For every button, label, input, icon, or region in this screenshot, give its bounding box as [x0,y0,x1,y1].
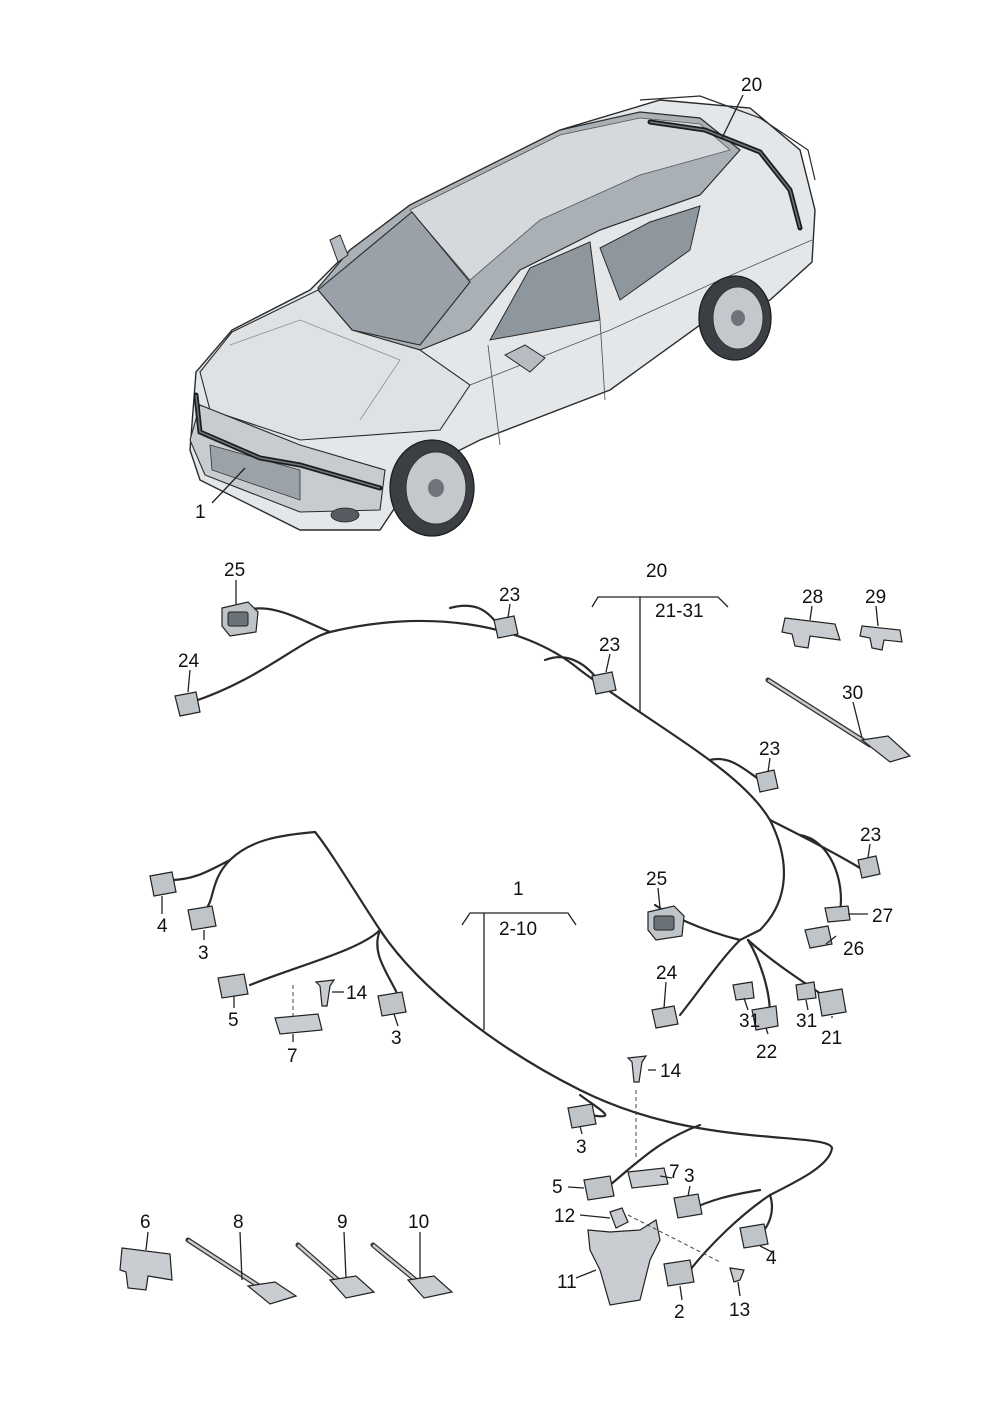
front-wiring-harness [168,830,834,1272]
label-24-b: 24 [656,963,678,984]
label-21: 21 [821,1028,842,1049]
car-illustration [189,95,816,537]
label-11: 11 [557,1272,577,1293]
label-31-a: 31 [739,1011,760,1032]
label-30: 30 [842,683,863,704]
label-8: 8 [233,1212,244,1233]
small-parts [119,617,912,1306]
label-6: 6 [140,1212,151,1233]
label-27: 27 [872,906,893,927]
label-9: 9 [337,1212,348,1233]
leader-line-20-car [721,94,744,139]
rear-wiring-harness [190,604,862,1017]
label-31-b: 31 [796,1011,817,1032]
label-24-rear: 24 [178,651,200,672]
label-20-group: 20 [646,561,667,582]
label-3-c: 3 [576,1137,587,1158]
label-21-31: 21-31 [655,601,704,622]
label-25-rear: 25 [224,560,245,581]
label-2-10: 2-10 [499,919,537,940]
label-5-b: 5 [552,1177,563,1198]
label-28: 28 [802,587,823,608]
label-14-a: 14 [346,983,368,1004]
label-23-a: 23 [499,585,520,606]
label-4-b: 4 [766,1248,777,1269]
label-13: 13 [729,1300,750,1321]
label-3-d: 3 [684,1166,695,1187]
label-12: 12 [554,1206,575,1227]
label-2: 2 [674,1302,685,1323]
bracket-20 [591,596,729,608]
leader-lines [145,580,879,1301]
label-7-b: 7 [669,1162,680,1183]
label-20-car: 20 [741,75,762,96]
label-26: 26 [843,939,864,960]
label-14-b: 14 [660,1061,682,1082]
label-29: 29 [865,587,886,608]
label-3-b: 3 [391,1028,402,1049]
label-10: 10 [408,1212,429,1233]
label-23-d: 23 [860,825,881,846]
label-23-b: 23 [599,635,620,656]
connectors [149,601,881,1287]
label-22: 22 [756,1042,777,1063]
label-25-b: 25 [646,869,667,890]
leader-line-1-car [211,467,246,504]
label-7-a: 7 [287,1046,298,1067]
bracket-1 [461,912,577,926]
label-5-a: 5 [228,1010,239,1031]
label-1-group: 1 [513,879,524,900]
label-3-a: 3 [198,943,209,964]
label-4-a: 4 [157,916,168,937]
label-1-car: 1 [195,502,206,523]
part-number-labels: 20 1 20 21-31 1 2-10 25 24 23 23 23 23 2… [140,75,893,1323]
label-23-c: 23 [759,739,780,760]
